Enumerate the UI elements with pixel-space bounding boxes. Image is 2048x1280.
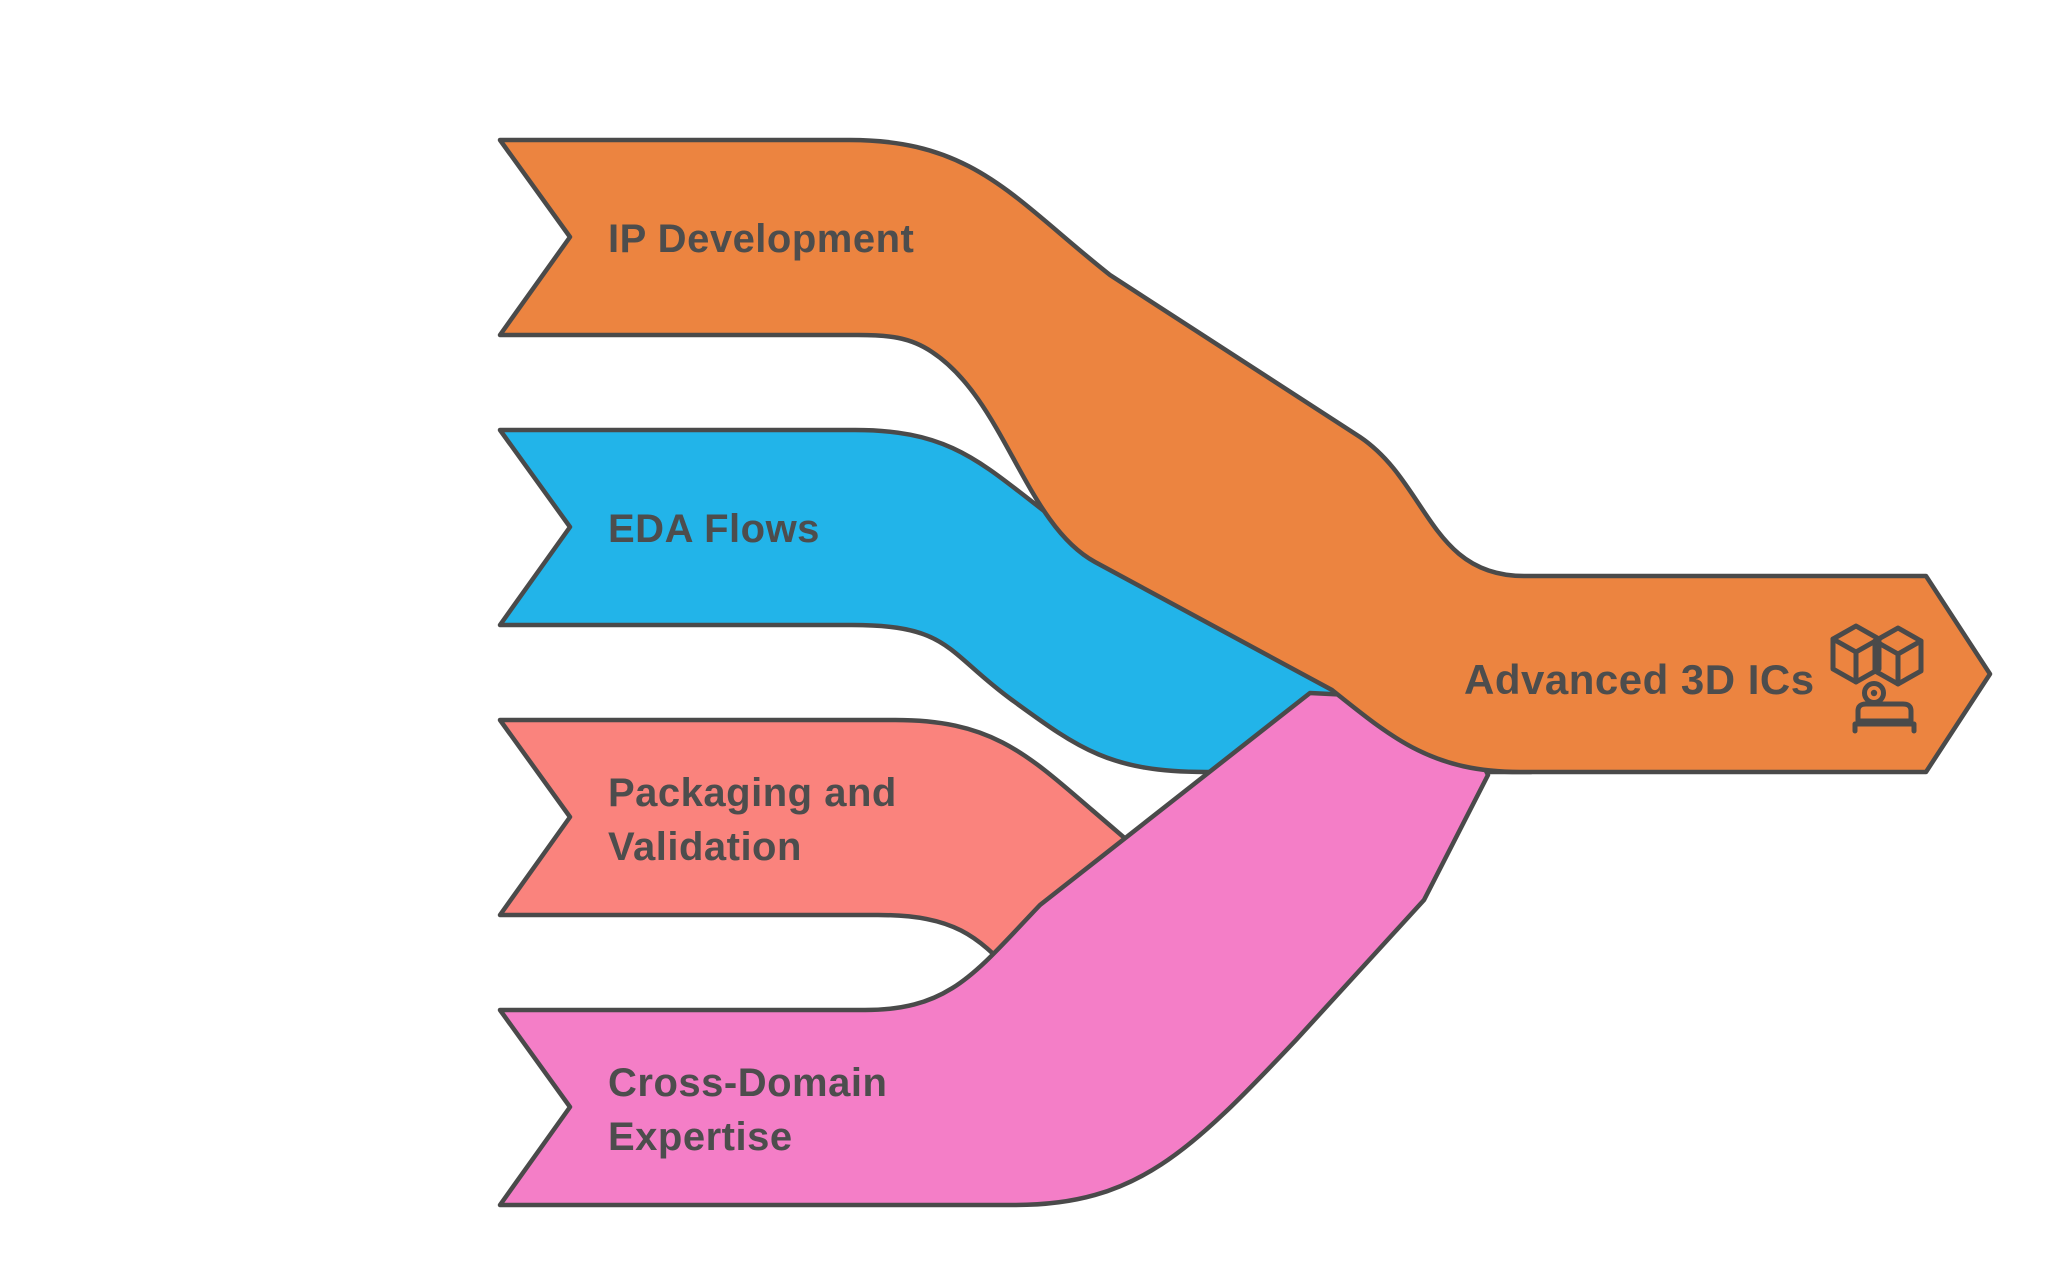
- ip-development-label: IP Development: [608, 217, 914, 261]
- cross-domain-expertise-label-line2: Expertise: [608, 1115, 793, 1159]
- ribbon-cross-domain-expertise: [497, 690, 1491, 1208]
- 3d-cubes-icon: [1830, 623, 1924, 687]
- packaging-and-validation-label-line2: Validation: [608, 825, 802, 869]
- cross-domain-expertise-label-line1: Cross-Domain: [608, 1061, 887, 1105]
- advanced-3d-ics-label: Advanced 3D ICs: [1464, 656, 1815, 703]
- packaging-and-validation-label-line1: Packaging and: [608, 771, 897, 815]
- ribbon-ip-development-to-advanced-3d-ics: [497, 137, 1993, 775]
- stamp-icon: [1852, 681, 1917, 734]
- eda-flows-label: EDA Flows: [608, 507, 820, 551]
